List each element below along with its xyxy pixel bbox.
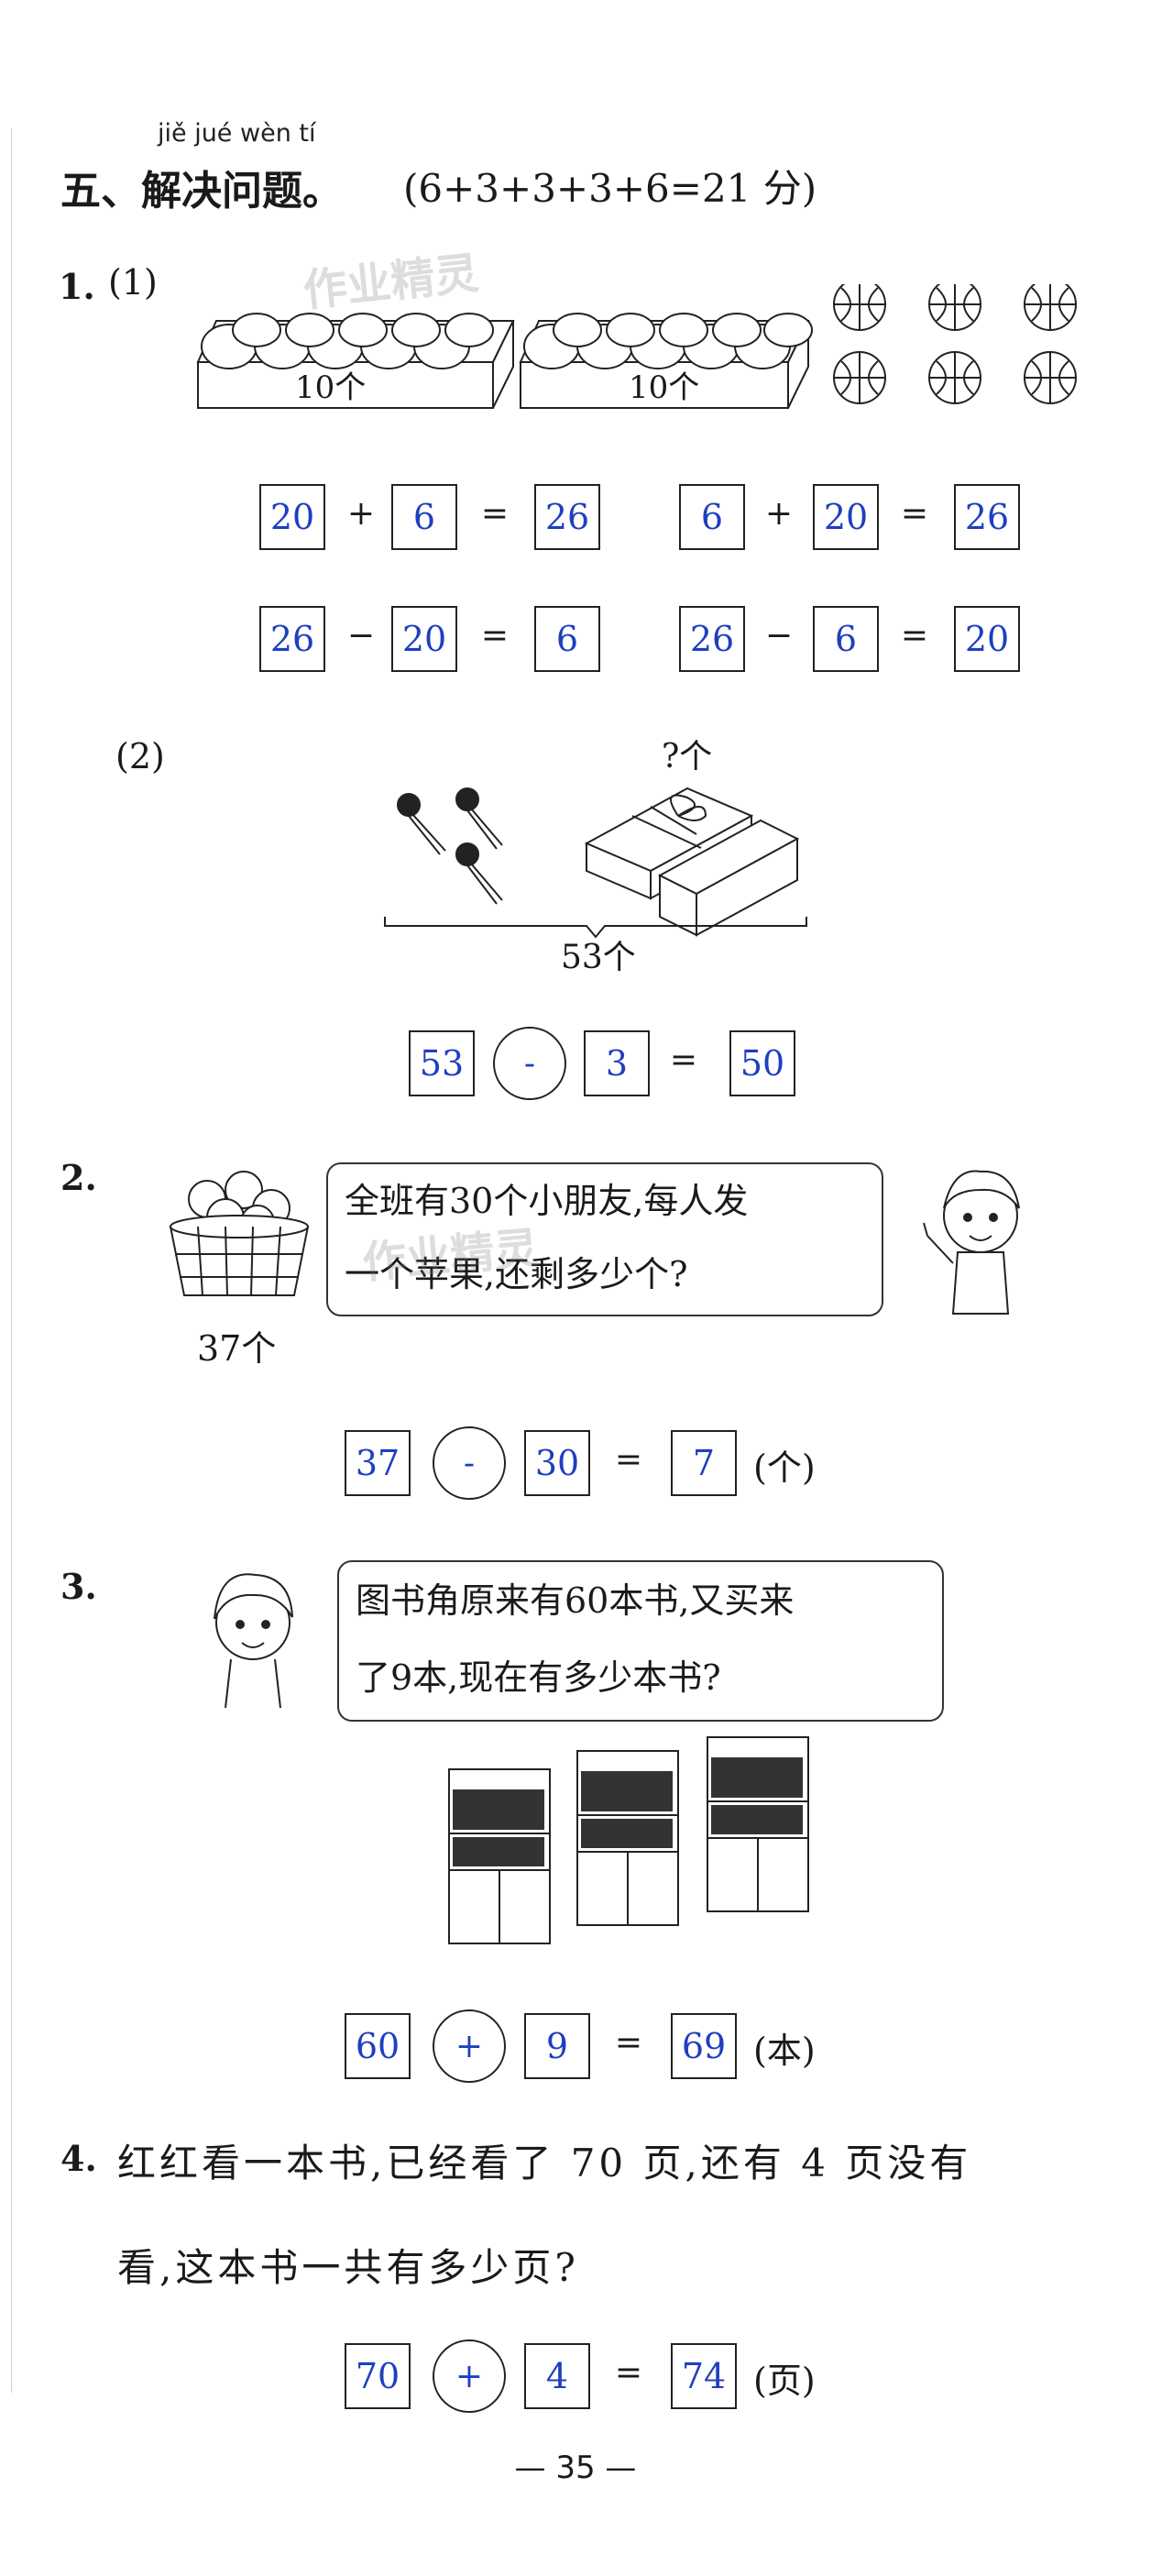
eq2-a: 6: [679, 484, 745, 550]
bookshelves-illustration: [448, 1736, 809, 1944]
eq3-op: −: [346, 617, 376, 655]
gift-label: ?个: [662, 738, 713, 776]
q2-speech-line-1: 全班有30个小朋友,每人发: [345, 1181, 749, 1221]
eq3-eq: =: [480, 617, 510, 655]
q4-eq-eq: =: [614, 2354, 643, 2392]
eq3-r: 6: [534, 606, 600, 672]
eq5-a: 53: [409, 1030, 475, 1096]
eq1-eq: =: [480, 495, 510, 533]
eq1-r: 26: [534, 484, 600, 550]
eq1-op: +: [346, 495, 376, 533]
q4-eq-r: 74: [671, 2343, 737, 2409]
q3-eq-op: +: [433, 2009, 506, 2083]
q3-speech-line-1: 图书角原来有60本书,又买来: [356, 1580, 795, 1621]
q1-part2-label: (2): [115, 736, 165, 776]
box-label-2: 10个: [629, 369, 700, 406]
q2-eq-a: 37: [345, 1430, 411, 1496]
eq2-op: +: [764, 495, 794, 533]
q4-text-line-2: 看,这本书一共有多少页?: [117, 2245, 579, 2290]
q4-eq-b: 4: [524, 2343, 590, 2409]
title-pinyin: jiě jué wèn tí: [158, 119, 316, 148]
q4-text-line-1: 红红看一本书,已经看了 70 页,还有 4 页没有: [117, 2141, 972, 2185]
apple-basket-illustration: [169, 1171, 310, 1296]
q2-unit: (个): [753, 1448, 816, 1488]
q3-speech-bubble: 图书角原来有60本书,又买来 了9本,现在有多少本书?: [337, 1560, 944, 1722]
q3-unit: (本): [753, 2031, 816, 2071]
q2-speech-bubble: 全班有30个小朋友,每人发 一个苹果,还剩多少个?: [326, 1162, 883, 1316]
q3-eq-r: 69: [671, 2013, 737, 2079]
q3-speech-line-2: 了9本,现在有多少本书?: [356, 1657, 721, 1698]
boy-pointing-illustration: [923, 1170, 1020, 1315]
section-title: 五、解决问题。: [60, 168, 343, 215]
basket-label: 37个: [197, 1328, 277, 1369]
margin-line: [11, 128, 12, 2393]
eq2-eq: =: [900, 495, 929, 533]
boy-face-illustration: [214, 1573, 293, 1709]
balls-illustration: [196, 284, 1077, 409]
eq1-b: 6: [391, 484, 457, 550]
eq1-a: 20: [259, 484, 325, 550]
hairclips-and-gift-illustration: [384, 787, 807, 939]
eq2-b: 20: [813, 484, 879, 550]
total-label: 53个: [561, 939, 636, 976]
q3-eq-eq: =: [614, 2024, 643, 2062]
eq4-b: 6: [813, 606, 879, 672]
question-4-number: 4.: [60, 2138, 97, 2179]
eq2-r: 26: [954, 484, 1020, 550]
q2-eq-eq: =: [614, 1441, 643, 1479]
eq3-b: 20: [391, 606, 457, 672]
q4-eq-a: 70: [345, 2343, 411, 2409]
eq5-b: 3: [584, 1030, 650, 1096]
eq4-eq: =: [900, 617, 929, 655]
q3-eq-a: 60: [345, 2013, 411, 2079]
section-score: (6+3+3+3+6=21 分): [403, 166, 817, 211]
eq4-op: −: [764, 617, 794, 655]
q2-eq-op: -: [433, 1426, 506, 1500]
question-3-number: 3.: [60, 1566, 97, 1607]
q4-eq-op: +: [433, 2339, 506, 2413]
eq4-r: 20: [954, 606, 1020, 672]
page-number: — 35 —: [514, 2449, 637, 2486]
box-label-1: 10个: [295, 369, 367, 406]
q3-eq-b: 9: [524, 2013, 590, 2079]
q4-unit: (页): [753, 2361, 816, 2401]
q2-eq-b: 30: [524, 1430, 590, 1496]
q1-part1-label: (1): [108, 262, 158, 303]
eq5-op: -: [493, 1027, 566, 1100]
eq5-eq: =: [669, 1041, 698, 1079]
eq5-r: 50: [729, 1030, 795, 1096]
eq3-a: 26: [259, 606, 325, 672]
eq4-a: 26: [679, 606, 745, 672]
question-2-number: 2.: [60, 1157, 97, 1198]
question-1-number: 1.: [59, 266, 95, 307]
q2-eq-r: 7: [671, 1430, 737, 1496]
q2-speech-line-2: 一个苹果,还剩多少个?: [345, 1254, 688, 1294]
